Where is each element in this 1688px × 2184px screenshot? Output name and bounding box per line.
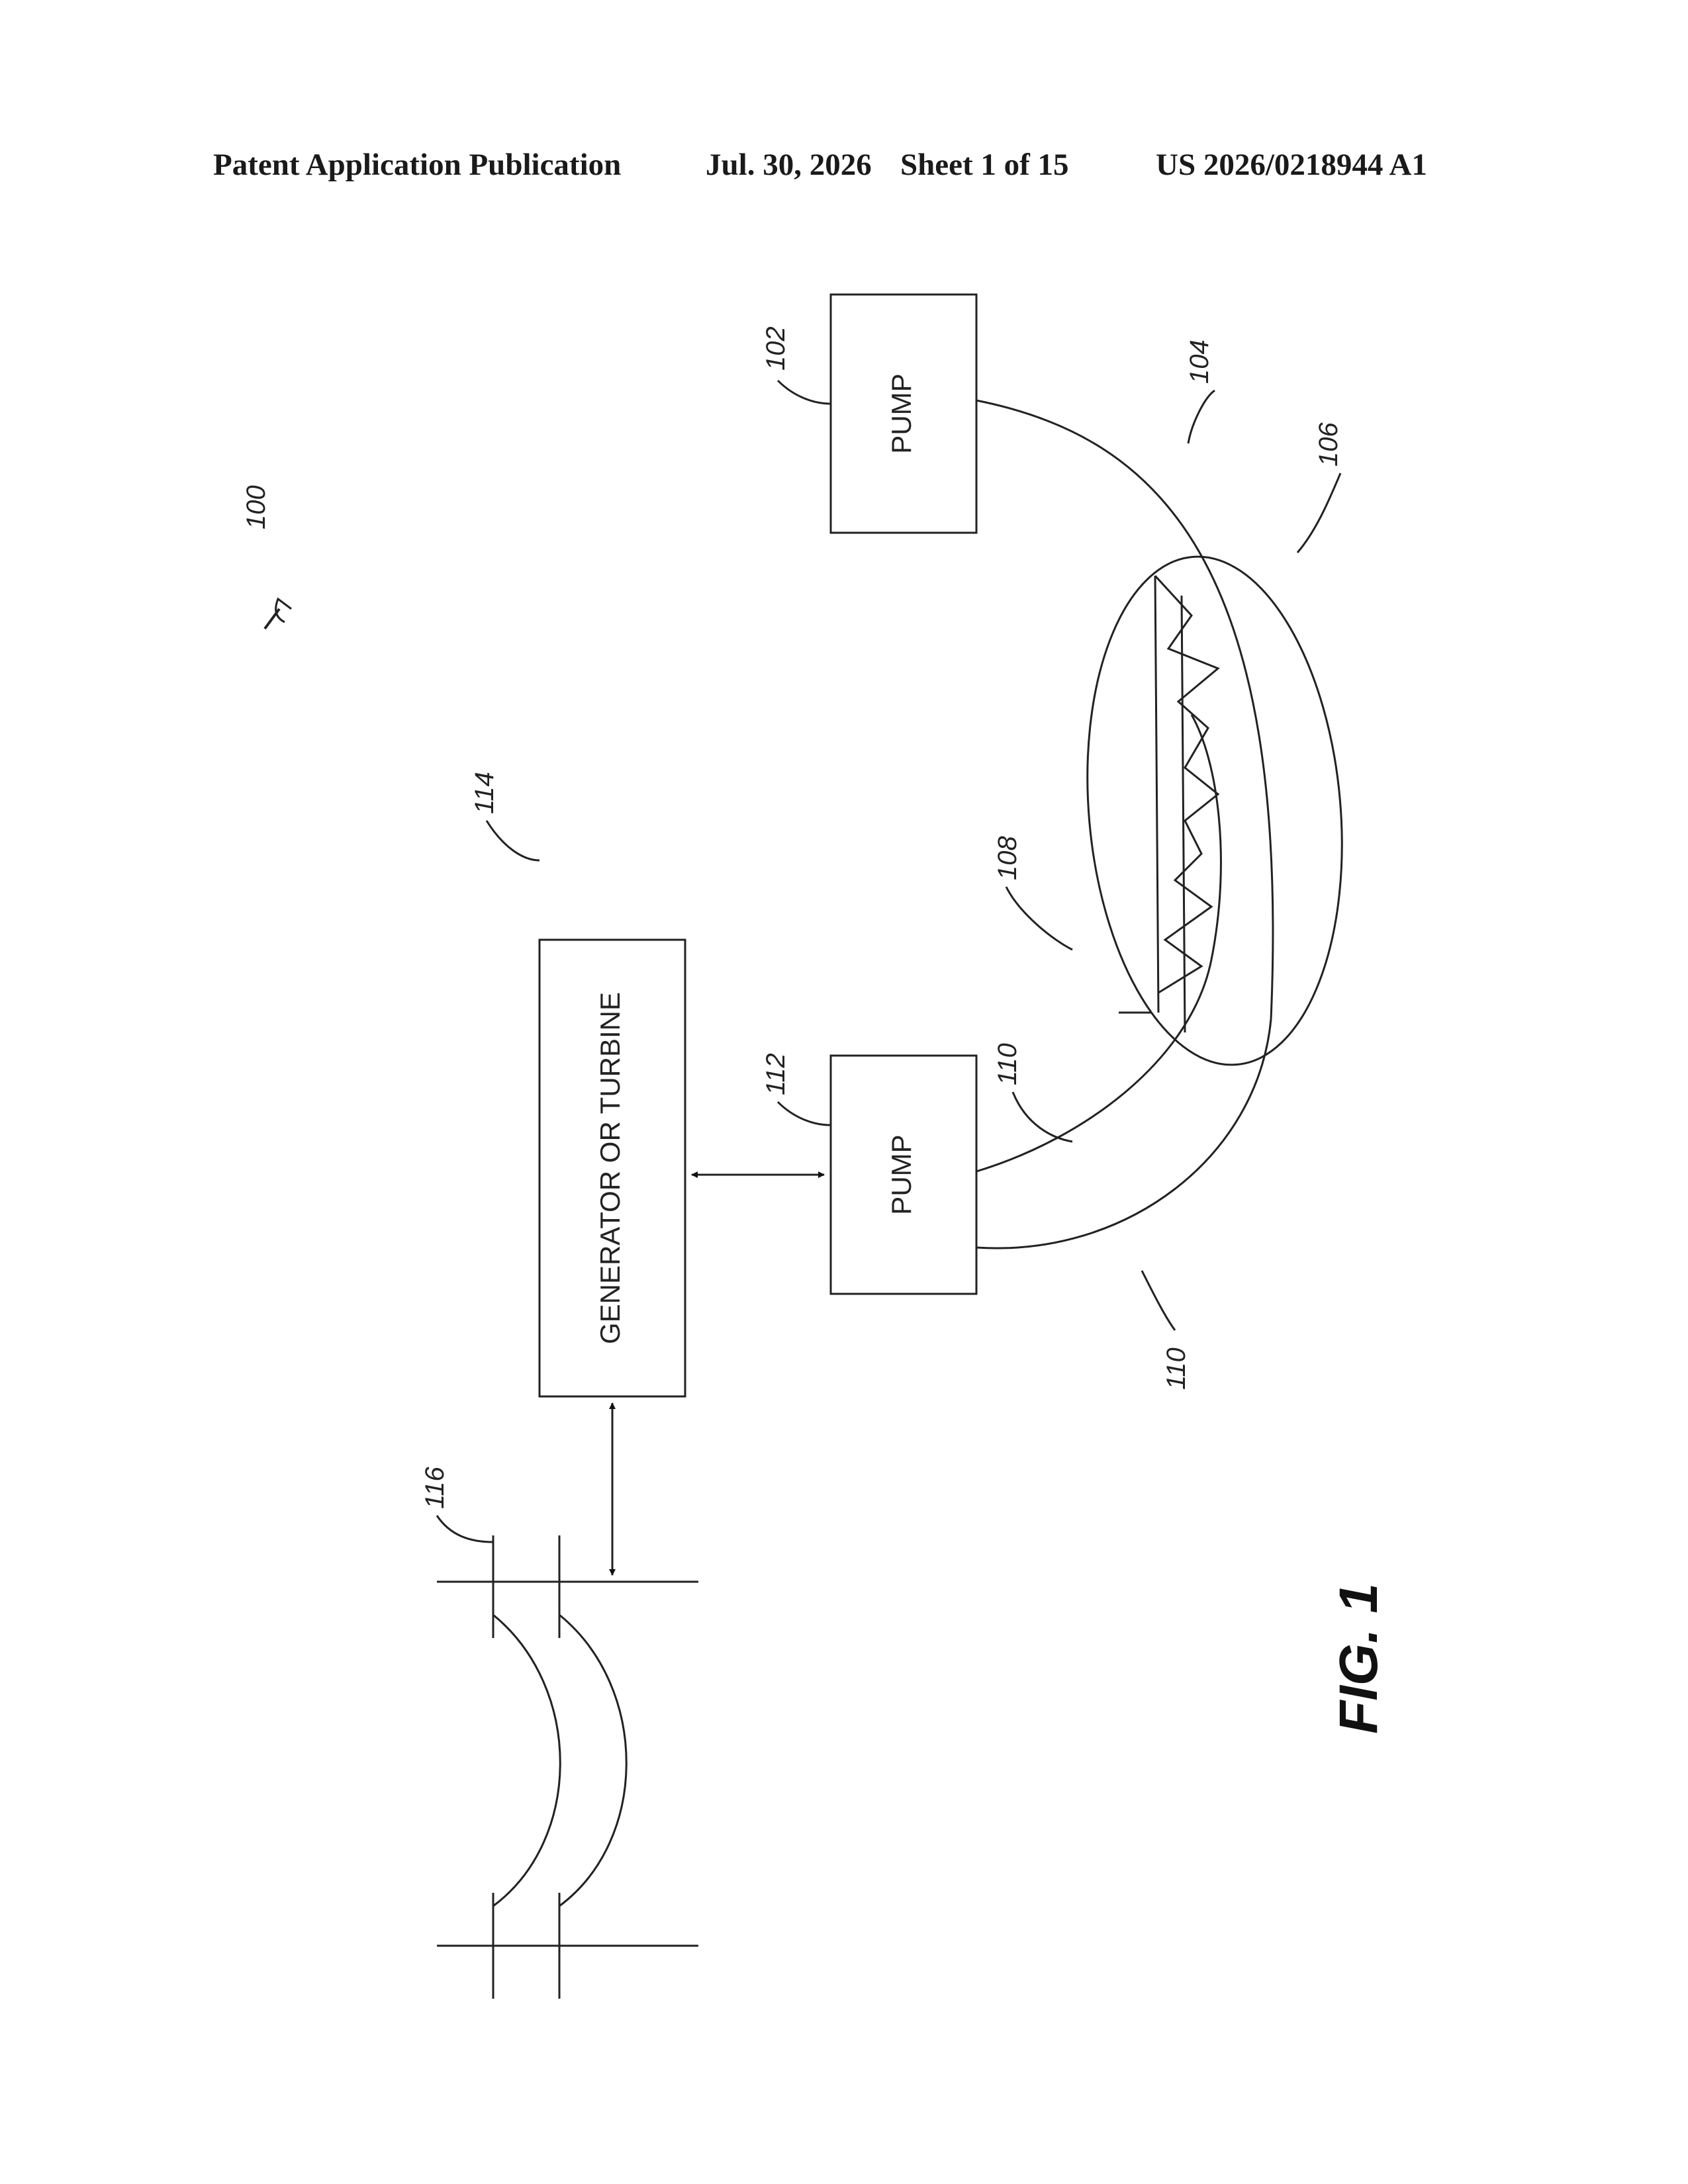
generator-label: GENERATOR OR TURBINE xyxy=(594,992,626,1344)
pump-bottom-label: PUMP xyxy=(886,1134,917,1214)
grid-arc-inner xyxy=(493,1615,560,1906)
plate-right xyxy=(1182,596,1185,1032)
leader-108 xyxy=(1006,887,1072,950)
ref-106: 106 xyxy=(1314,422,1343,467)
reference-tick-100 xyxy=(265,609,279,629)
plate-left xyxy=(1155,576,1158,1013)
ref-116: 116 xyxy=(420,1466,449,1509)
ref-102: 102 xyxy=(761,326,790,371)
leader-106 xyxy=(1297,473,1340,553)
ref-108: 108 xyxy=(993,836,1022,880)
pipe-outer xyxy=(976,400,1273,1248)
zigzag-conductor-108 xyxy=(1155,576,1218,993)
ref-114: 114 xyxy=(470,772,499,814)
figure-caption: FIG. 1 xyxy=(1329,1583,1389,1734)
leader-116 xyxy=(437,1516,493,1542)
ref-104: 104 xyxy=(1185,340,1214,384)
ref-100: 100 xyxy=(242,485,271,529)
pump-top-label: PUMP xyxy=(886,373,917,453)
leader-112 xyxy=(778,1102,831,1125)
ellipse-region-106 xyxy=(1067,546,1362,1075)
leader-104 xyxy=(1188,390,1215,443)
leader-114 xyxy=(487,821,539,860)
ref-110a: 110 xyxy=(993,1043,1022,1085)
leader-110b xyxy=(1142,1271,1175,1330)
ref-112: 112 xyxy=(761,1053,790,1095)
ref-110b: 110 xyxy=(1162,1347,1191,1390)
leader-102 xyxy=(778,381,831,404)
grid-arc-outer xyxy=(559,1615,626,1906)
